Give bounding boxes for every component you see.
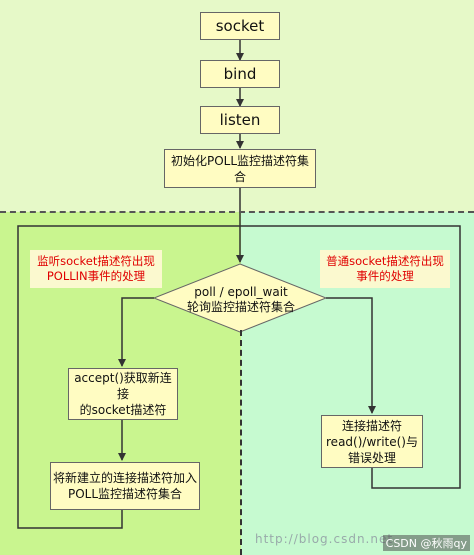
loop-left (17, 225, 240, 529)
accept-label-line1: accept()获取新连接 (74, 371, 172, 401)
arrow-poll-accept (118, 297, 154, 367)
listen-node: listen (200, 106, 280, 134)
poll-label-line1: poll / epoll_wait (194, 285, 288, 299)
loop-right (240, 225, 461, 489)
rw-label-line3: 错误处理 (347, 450, 396, 465)
init-poll-label: 初始化POLL监控描述符集合 (170, 153, 310, 184)
socket-node: socket (200, 12, 280, 40)
add-label-line2: POLL监控描述符集合 (67, 487, 183, 501)
listen-label: listen (219, 111, 261, 129)
socket-label: socket (215, 17, 265, 35)
bind-label: bind (223, 65, 257, 83)
listen-note-line1: 监听socket描述符出现 (37, 254, 155, 268)
listen-socket-note: 监听socket描述符出现 POLLIN事件的处理 (30, 250, 162, 288)
listen-note-line2: POLLIN事件的处理 (46, 269, 146, 283)
init-poll-node: 初始化POLL监控描述符集合 (164, 149, 316, 188)
rw-label-line2: read()/write()与 (326, 434, 418, 449)
normal-note-line2: 事件的处理 (356, 269, 414, 283)
bind-node: bind (200, 60, 280, 88)
watermark-text: http://blog.csdn.net (255, 532, 394, 546)
credit-badge: CSDN @秋雨qy (382, 535, 470, 551)
normal-socket-note: 普通socket描述符出现 事件的处理 (320, 250, 450, 288)
accept-label-line2: 的socket描述符 (79, 403, 167, 417)
add-label-line1: 将新建立的连接描述符加入 (52, 471, 197, 485)
add-to-poll-node: 将新建立的连接描述符加入 POLL监控描述符集合 (50, 462, 200, 510)
poll-label-line2: 轮询监控描述符集合 (186, 300, 295, 314)
arrow-poll-rw (326, 297, 376, 414)
rw-label-line1: 连接描述符 (341, 418, 402, 433)
region-divider-horizontal (0, 211, 474, 213)
poll-decision-label: poll / epoll_wait 轮询监控描述符集合 (160, 285, 322, 315)
accept-node: accept()获取新连接 的socket描述符 (68, 368, 178, 420)
normal-note-line1: 普通socket描述符出现 (326, 254, 444, 268)
region-divider-vertical (240, 330, 242, 555)
read-write-node: 连接描述符 read()/write()与 错误处理 (321, 415, 423, 468)
